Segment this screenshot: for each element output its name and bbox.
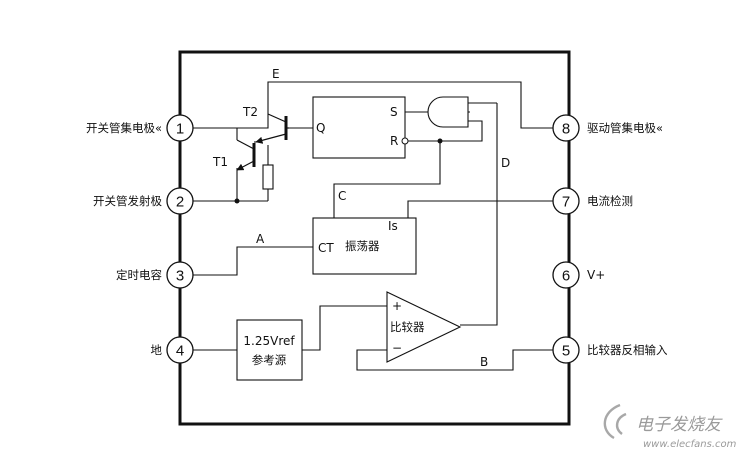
pin-2-number: 2	[176, 194, 184, 211]
flipflop-box	[312, 96, 406, 159]
t1-label: T1	[212, 155, 228, 169]
flipflop-r-inversion-bubble	[401, 137, 409, 145]
pin-7-label: 电流检测	[587, 194, 633, 208]
comparator-name: 比较器	[390, 320, 425, 334]
pin-1-label: 开关管集电极«	[86, 121, 162, 135]
oscillator-is-label: Is	[388, 219, 398, 233]
net-e-label: E	[272, 67, 280, 81]
pin-6-label: V+	[587, 268, 605, 282]
reference-box	[236, 319, 303, 381]
ic-package-outline	[178, 50, 571, 426]
pin-8-label: 驱动管集电极«	[587, 121, 663, 135]
watermark-cn: 电子发烧友	[636, 415, 723, 435]
comparator-plus-label: +	[392, 299, 402, 313]
net-d-label: D	[501, 156, 510, 170]
net-c-label: C	[338, 189, 346, 203]
wire-is-pin7	[407, 200, 553, 218]
pin-5: 5 比较器反相输入	[552, 336, 668, 364]
pin-1-number: 1	[176, 121, 184, 138]
pin-7: 7 电流检测	[552, 187, 633, 215]
pin-4-label: 地	[151, 343, 163, 357]
watermark-url: www.elecfans.com	[643, 439, 737, 450]
wire-net-e	[267, 81, 553, 129]
pin-2: 2 开关管发射极	[93, 187, 194, 215]
pin-3-number: 3	[176, 268, 184, 285]
pin-5-label: 比较器反相输入	[587, 343, 668, 357]
oscillator-ct-label: CT	[318, 241, 334, 255]
wire-pin1-collectors	[193, 114, 269, 140]
pin-7-number: 7	[562, 194, 570, 211]
junction-dot	[437, 138, 443, 144]
watermark-logo-icon	[603, 403, 627, 440]
wire-gate-input-c	[405, 120, 483, 142]
transistor-t2	[255, 113, 289, 144]
pin-1: 1 开关管集电极«	[86, 114, 194, 142]
junction-dot	[234, 198, 240, 204]
pin-3-label: 定时电容	[116, 268, 162, 282]
pin-5-number: 5	[562, 343, 570, 360]
wire-gate-input-d	[460, 103, 498, 326]
pin-8-number: 8	[562, 121, 570, 138]
comparator-triangle	[386, 291, 462, 363]
flipflop-q-label: Q	[316, 121, 325, 135]
net-a-label: A	[256, 232, 265, 246]
pin-3: 3 定时电容	[116, 261, 194, 289]
pin-8: 8 驱动管集电极«	[552, 114, 663, 142]
transistor-t1	[236, 139, 256, 171]
wire-pin2-emitter	[193, 168, 268, 202]
pin-6-number: 6	[562, 268, 570, 285]
pin-6: 6 V+	[552, 261, 605, 289]
pin-4-number: 4	[176, 343, 184, 360]
watermark: 电子发烧友 www.elecfans.com	[603, 403, 737, 450]
reference-line1: 1.25Vref	[243, 334, 295, 348]
wire-ref-to-plus	[302, 305, 387, 351]
wire-net-c	[333, 141, 441, 218]
pin-2-label: 开关管发射极	[93, 194, 162, 208]
t2-label: T2	[242, 105, 258, 119]
pin-4: 4 地	[151, 336, 194, 364]
oscillator-name: 振荡器	[345, 239, 380, 253]
net-b-label: B	[480, 355, 488, 369]
reference-line2: 参考源	[252, 353, 287, 367]
and-gate	[427, 96, 469, 128]
flipflop-s-label: S	[390, 105, 398, 119]
comparator-minus-label: −	[392, 341, 402, 355]
wire-net-a	[193, 246, 313, 276]
wire-net-b	[356, 349, 553, 371]
oscillator-box	[312, 217, 417, 275]
sense-resistor	[262, 164, 274, 190]
flipflop-r-label: R	[390, 134, 398, 148]
